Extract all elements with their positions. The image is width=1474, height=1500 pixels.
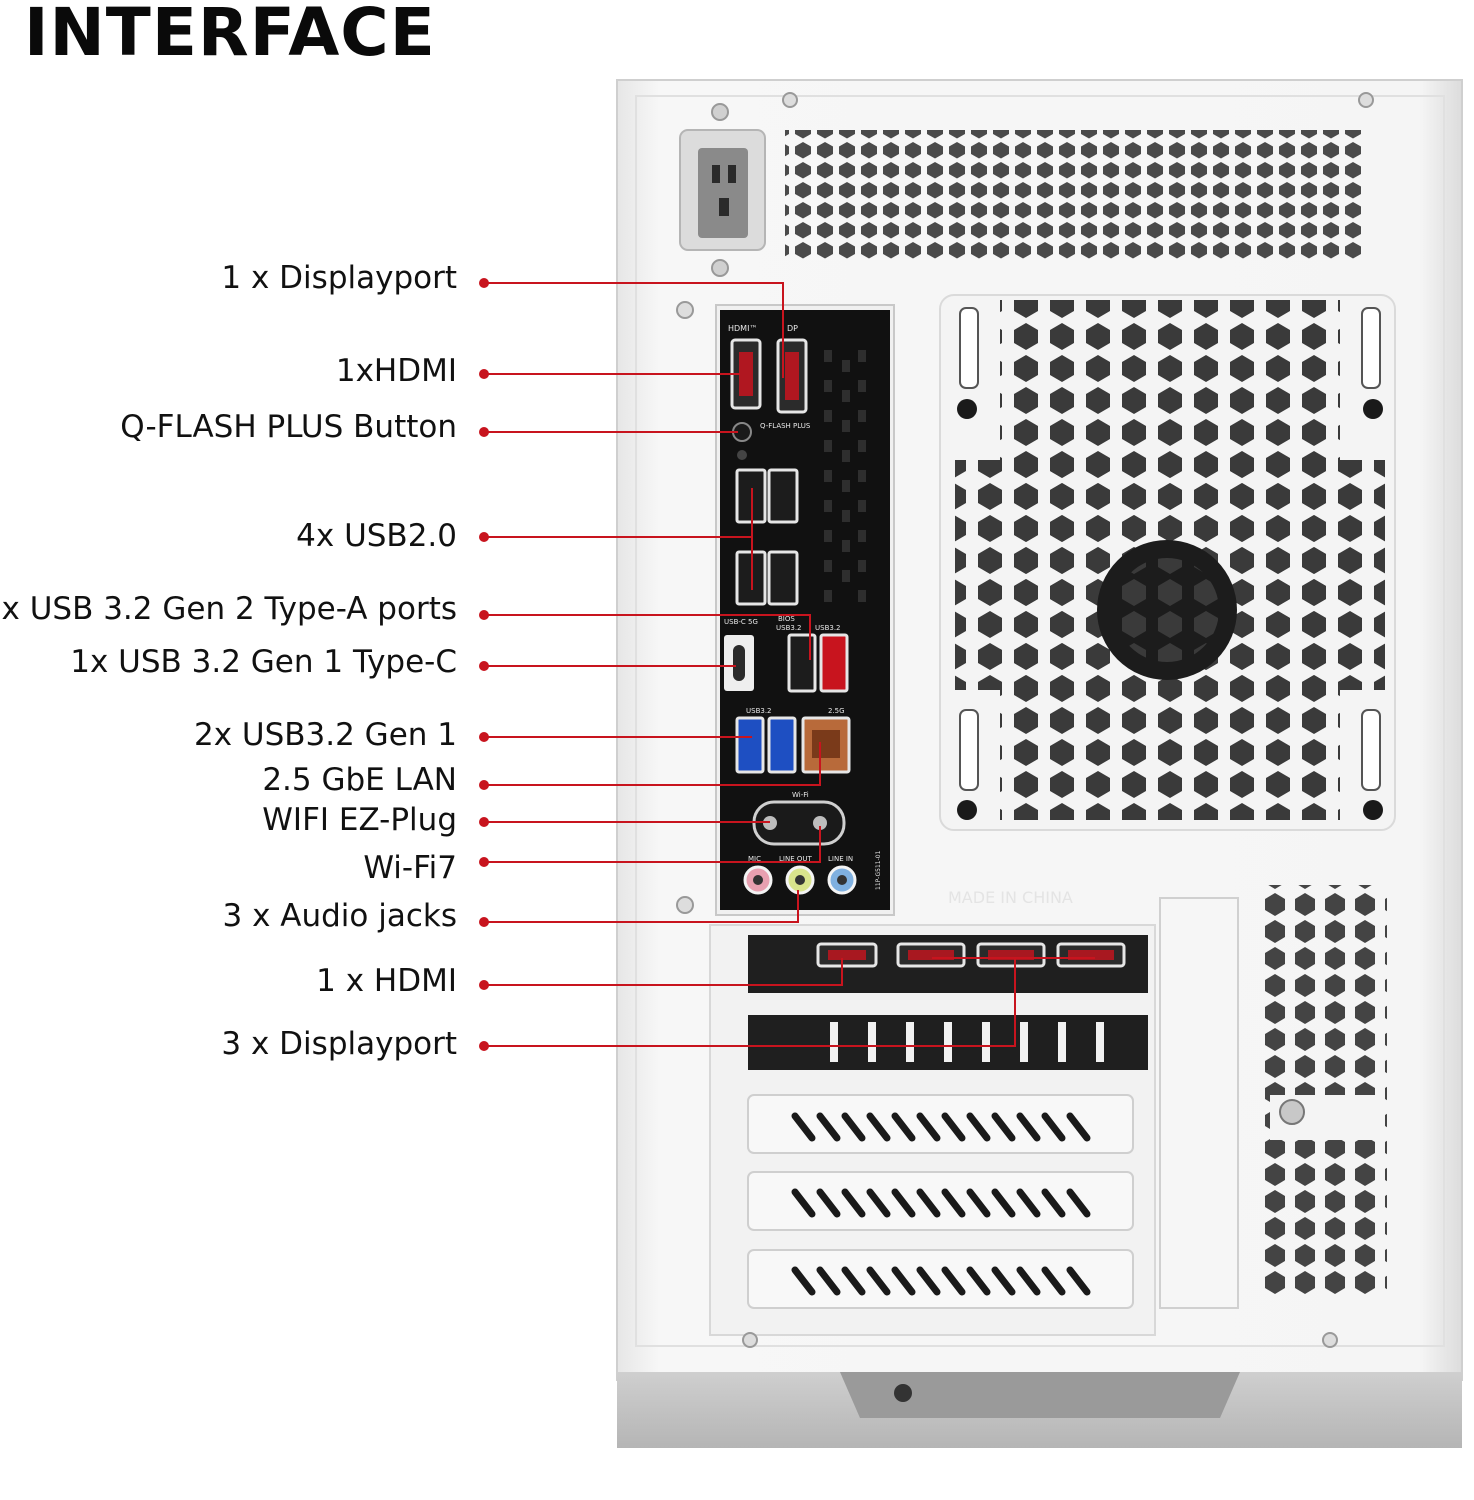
callout-dot <box>479 817 489 827</box>
callout-dot <box>479 427 489 437</box>
io-print-qflash: Q-FLASH PLUS <box>760 422 811 430</box>
io-print-bios: BIOS <box>778 615 795 623</box>
callout-dot <box>479 857 489 867</box>
leader-lan <box>484 742 821 786</box>
io-usb32-gen2-port-1 <box>787 633 817 693</box>
io-usb32-gen1-port-2 <box>767 716 797 774</box>
io-print-dp: DP <box>787 324 798 333</box>
io-usb32-gen1-port-1 <box>735 716 765 774</box>
leader-usb32a <box>484 614 811 660</box>
io-print-line-out: LINE OUT <box>779 855 812 863</box>
io-print-line-in: LINE IN <box>828 855 853 863</box>
io-print-lan: 2.5G <box>828 707 845 715</box>
callout-label-usb20: 4x USB2.0 <box>296 518 457 554</box>
callout-leaders <box>484 282 1095 1047</box>
callout-dot <box>479 661 489 671</box>
callout-label-hdmi: 1xHDMI <box>335 353 457 389</box>
io-usb32-gen2-port-2 <box>819 633 849 693</box>
callout-dot <box>479 369 489 379</box>
io-print-wifi: Wi-Fi <box>792 791 809 799</box>
leader-usb20 <box>484 488 753 590</box>
callout-label-usbc: 1x USB 3.2 Gen 1 Type-C <box>70 644 457 680</box>
leader-gpu-dp <box>484 957 1095 1047</box>
callout-label-usb32-gen2: 2 x USB 3.2 Gen 2 Type-A ports <box>0 591 457 627</box>
io-print-mic: MIC <box>748 855 761 863</box>
io-print-usb32-lower: USB3.2 <box>746 707 772 715</box>
callout-label-qflash: Q-FLASH PLUS Button <box>120 409 457 445</box>
callout-dots <box>479 278 489 1051</box>
callout-label-gpu-displayport: 3 x Displayport <box>221 1026 457 1062</box>
callout-dot <box>479 532 489 542</box>
leader-audio <box>484 890 799 923</box>
callout-dot <box>479 732 489 742</box>
leader-wifi7 <box>484 826 821 863</box>
callout-dot <box>479 610 489 620</box>
callout-label-audio: 3 x Audio jacks <box>222 898 458 934</box>
leader-dp1 <box>484 282 784 378</box>
callout-label-wifi7: Wi-Fi7 <box>363 850 457 886</box>
leader-gpu-hdmi <box>484 958 843 986</box>
psu-vent <box>785 130 1365 260</box>
callout-dot <box>479 780 489 790</box>
callout-label-displayport: 1 x Displayport <box>221 260 457 296</box>
callout-dot <box>479 980 489 990</box>
io-print-usbc: USB-C 5G <box>724 618 758 626</box>
callout-label-lan: 2.5 GbE LAN <box>262 762 457 798</box>
page-title: INTERFACE <box>24 0 436 71</box>
io-print-usb32-right: USB3.2 <box>815 624 841 632</box>
callout-dot <box>479 1041 489 1051</box>
case-made-in-print: MADE IN CHINA <box>948 888 1073 907</box>
callout-dot <box>479 278 489 288</box>
io-print-part-no: 11P-G511-01 <box>875 850 882 890</box>
callout-dot <box>479 917 489 927</box>
io-print-hdmi: HDMI™ <box>728 324 757 333</box>
slot-retention-bar <box>1159 897 1239 1309</box>
side-vent <box>1262 885 1387 1295</box>
io-print-usb32-left: USB3.2 <box>776 624 802 632</box>
callout-label-usb32-gen1: 2x USB3.2 Gen 1 <box>193 717 457 753</box>
callout-label-wifi-ezplug: WIFI EZ-Plug <box>262 802 457 838</box>
callout-label-gpu-hdmi: 1 x HDMI <box>316 963 457 999</box>
